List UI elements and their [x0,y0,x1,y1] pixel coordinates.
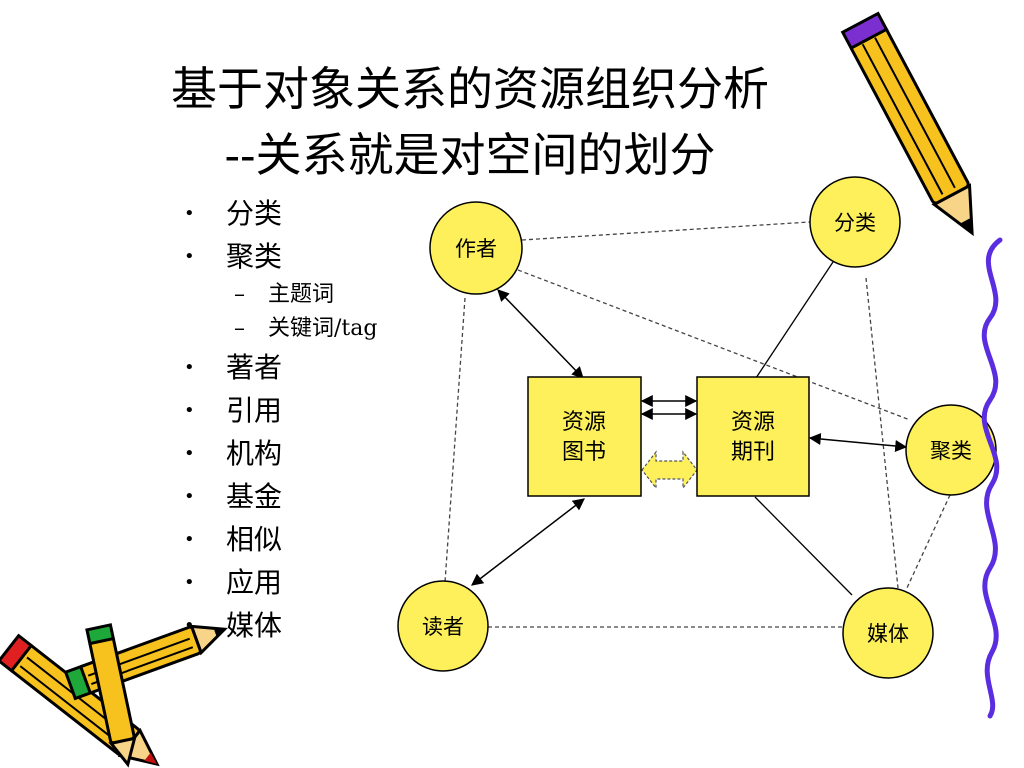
sub-bullet-item: 主题词 [182,278,377,312]
node-classify: 分类 [809,176,901,268]
pencil-icon [85,623,137,768]
box-journals-line2: 期刊 [731,440,775,465]
bullet-item: 引用 [182,389,377,432]
arrow-author-books [497,289,584,379]
bullet-item: 著者 [182,346,377,389]
box-journals-line1: 资源 [731,410,775,435]
box-books-line1: 资源 [562,410,606,435]
box-journals: 资源 期刊 [696,376,810,497]
edge-journals-media [754,496,853,596]
arrow-reader-books [471,498,585,586]
box-books-line2: 图书 [562,440,606,465]
bullet-item: 基金 [182,475,377,518]
box-books: 资源 图书 [527,376,642,497]
edge-classify-journals [755,261,834,379]
edge-author-reader [444,297,466,583]
edge-author-classify [521,221,811,241]
node-reader: 读者 [397,580,489,672]
slide-title-line-2: --关系就是对空间的划分 [224,128,716,182]
bullet-list: 分类 聚类 主题词 关键词/tag 著者 引用 机构 基金 相似 应用 媒体 [182,192,377,647]
node-reader-label: 读者 [422,615,464,639]
slide-title-line-1: 基于对象关系的资源组织分析 [171,62,769,116]
edge-cluster-media [905,494,951,591]
edge-classify-media [865,277,899,589]
bullet-item: 相似 [182,518,377,561]
bullet-item: 媒体 [182,604,377,647]
node-author-label: 作者 [455,237,497,261]
sub-bullet-item: 关键词/tag [182,312,377,346]
bullet-item: 聚类 [182,235,377,278]
node-media-label: 媒体 [867,622,909,646]
node-cluster: 聚类 [905,404,997,496]
node-author: 作者 [429,201,523,295]
bullet-item: 分类 [182,192,377,235]
node-media: 媒体 [842,587,934,679]
double-arrow-books-journals [641,450,698,490]
squiggle-line [981,237,1003,719]
node-classify-label: 分类 [834,211,876,235]
arrow-journals-cluster [808,433,908,452]
pencil-icon [840,11,974,237]
node-cluster-label: 聚类 [930,439,972,463]
bullet-item: 机构 [182,432,377,475]
bullet-item: 应用 [182,561,377,604]
